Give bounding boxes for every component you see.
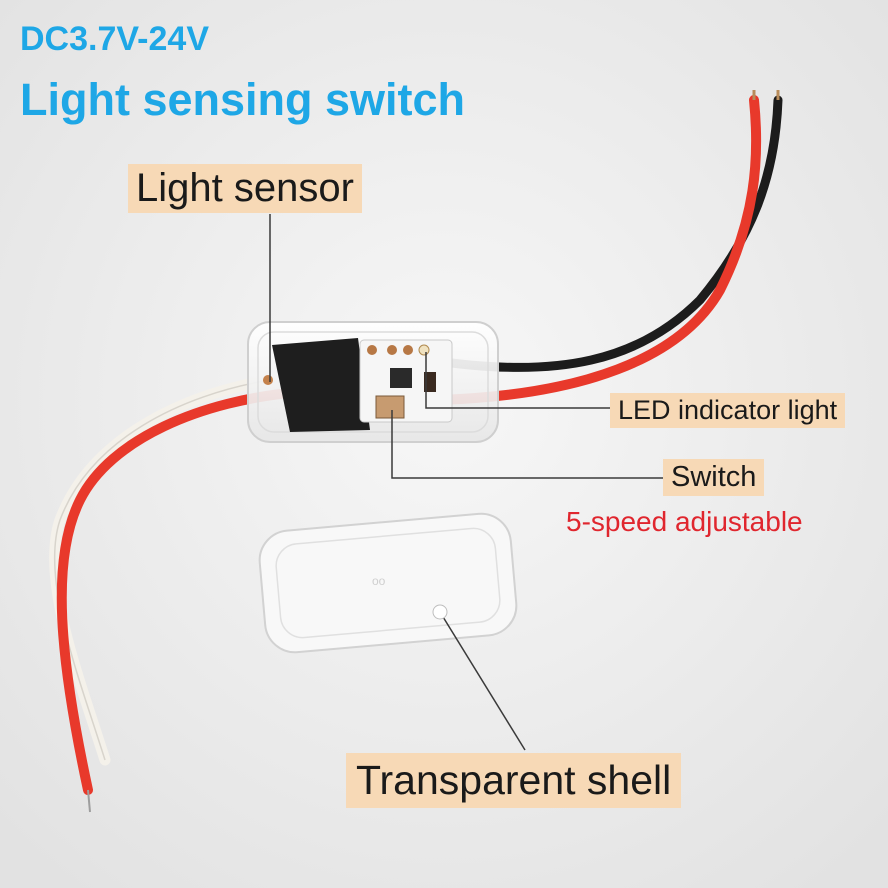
red-wire-right	[435, 95, 762, 405]
pad-3	[403, 345, 413, 355]
switch-label: Switch	[663, 459, 765, 496]
red-wire-tip	[87, 789, 91, 813]
module	[247, 321, 499, 443]
component-1	[424, 372, 436, 392]
switch-note: 5-speed adjustable	[566, 506, 803, 537]
transparent-cover: oo	[258, 512, 518, 654]
chip	[390, 368, 412, 388]
led-callout-line	[425, 352, 610, 409]
input-wires	[49, 374, 305, 813]
black-heatshrink	[272, 338, 370, 432]
sensor-pin	[263, 375, 273, 385]
cover-mark: oo	[372, 574, 386, 588]
black-wire	[425, 95, 783, 372]
cover-rim	[275, 527, 501, 639]
dip-switch	[375, 395, 405, 419]
callout-lines	[269, 214, 663, 751]
product-title: Light sensing switch	[20, 74, 466, 125]
light-sensor-label: Light sensor	[128, 164, 362, 213]
output-wires	[425, 90, 783, 405]
led-indicator-label: LED indicator light	[610, 393, 846, 428]
red-wire-left	[56, 387, 305, 795]
shell-callout-line	[439, 611, 526, 751]
module-shell-inner	[257, 331, 489, 433]
pad-2	[387, 345, 397, 355]
switch-callout-line	[391, 410, 663, 479]
pad-1	[367, 345, 377, 355]
voltage-title: DC3.7V-24V	[20, 20, 209, 58]
transparent-shell-label: Transparent shell	[346, 753, 682, 808]
led	[418, 344, 430, 356]
cover-body	[258, 512, 518, 654]
shell-callout-dot	[432, 604, 448, 620]
white-wire-edge	[53, 379, 271, 761]
